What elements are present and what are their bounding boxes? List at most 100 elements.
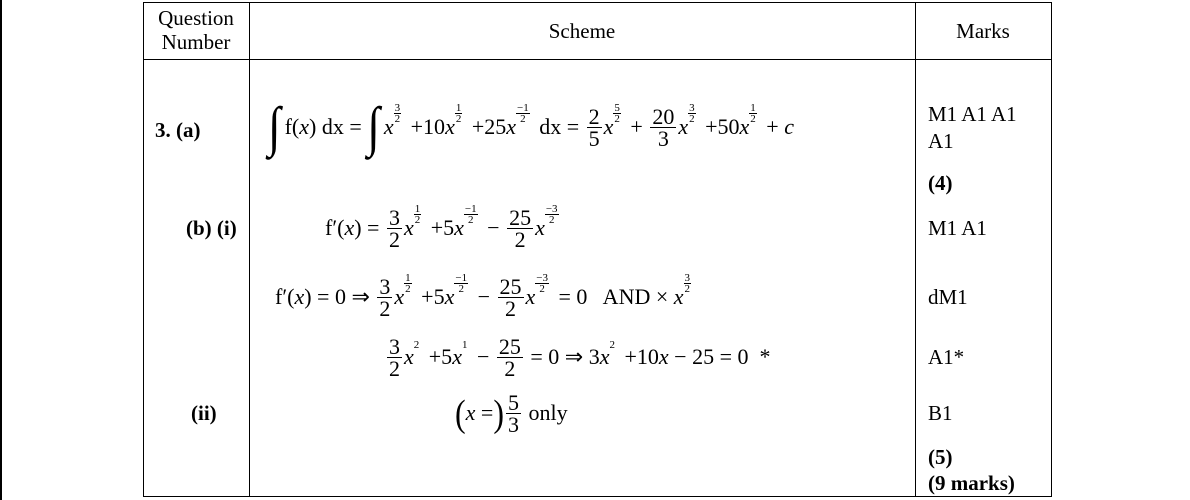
denominator: 2 — [548, 214, 555, 226]
math-variable: x — [506, 114, 517, 139]
numerator: 3 — [386, 204, 402, 230]
math-variable: c — [784, 114, 794, 139]
math-text: only — [523, 400, 568, 425]
math-text: − 25 = 0 * — [668, 344, 771, 369]
math-variable: x — [344, 215, 355, 240]
numerator: −1 — [454, 272, 469, 284]
math-variable: x — [454, 215, 464, 240]
numerator: 3 — [688, 102, 696, 114]
math-variable: x — [403, 215, 414, 240]
math-variable: x — [678, 114, 689, 139]
denominator: 3 — [508, 411, 519, 437]
math-variable: x — [465, 400, 476, 425]
marks-a-cont: A1 — [928, 129, 954, 153]
numerator: 25 — [496, 333, 523, 359]
denominator: 2 — [414, 214, 421, 226]
exponent: 2 — [609, 339, 615, 351]
math-text: − — [481, 215, 506, 240]
question-label-3a: 3. (a) — [155, 118, 201, 142]
denominator: 2 — [468, 214, 474, 226]
column-divider — [915, 3, 916, 496]
denominator: 2 — [520, 113, 526, 125]
denominator: 2 — [514, 226, 526, 252]
denominator: 2 — [458, 283, 464, 295]
column-divider — [249, 3, 250, 496]
numerator: 3 — [393, 102, 402, 114]
denominator: 2 — [689, 113, 695, 125]
numerator: 1 — [404, 272, 412, 284]
question-label-ii: (ii) — [191, 401, 217, 425]
denominator: 2 — [614, 113, 620, 125]
denominator: 5 — [588, 125, 600, 151]
math-variable: x — [599, 344, 610, 369]
marks-b-total: (5) — [928, 445, 953, 469]
math-variable: x — [444, 284, 455, 309]
numerator: 1 — [454, 102, 463, 114]
denominator: 2 — [505, 295, 516, 321]
math-variable: x — [299, 114, 310, 139]
numerator: 25 — [507, 204, 534, 230]
math-variable: x — [739, 114, 750, 139]
exponent: 2 — [413, 339, 420, 351]
numerator: 25 — [497, 273, 524, 299]
math-variable: x — [673, 284, 684, 309]
numerator: 1 — [413, 203, 422, 215]
parenthesis: ) — [493, 390, 504, 434]
denominator: 2 — [504, 355, 516, 381]
math-text: +5 — [415, 284, 445, 309]
marks-b-quadratic: A1* — [928, 345, 965, 369]
math-variable: x — [383, 114, 394, 139]
parenthesis: ( — [455, 390, 466, 434]
math-variable: x — [535, 215, 545, 240]
denominator: 2 — [455, 113, 462, 125]
numerator: 3 — [387, 333, 402, 359]
denominator: 2 — [539, 283, 545, 295]
numerator: −1 — [516, 102, 530, 114]
header-scheme: Scheme — [548, 19, 616, 43]
header-marks: Marks — [956, 19, 1010, 43]
math-text: +10 — [405, 114, 446, 139]
math-text: ) = — [354, 215, 385, 240]
math-text: +10 — [618, 344, 659, 369]
math-variable: x — [452, 344, 462, 369]
math-variable: x — [658, 344, 669, 369]
math-variable: x — [525, 284, 536, 309]
math-variable: x — [603, 114, 614, 139]
left-edge-bar — [0, 0, 2, 500]
math-text: = 0 AND × — [552, 284, 674, 309]
math-text: − — [471, 344, 495, 369]
marks-a: M1 A1 A1 — [928, 102, 1017, 126]
numerator: 3 — [377, 273, 393, 299]
math-text: ) dx = — [309, 114, 368, 139]
math-variable: x — [294, 284, 305, 309]
numerator: 2 — [586, 103, 602, 129]
numerator: −1 — [463, 203, 478, 215]
denominator: 2 — [684, 283, 691, 295]
math-text: dx = — [533, 114, 585, 139]
integral-sign: ∫ — [268, 95, 281, 157]
math-text: + — [624, 114, 649, 139]
math-text: +25 — [466, 114, 507, 139]
marks-a-total: (4) — [928, 171, 953, 195]
denominator: 2 — [750, 113, 756, 125]
